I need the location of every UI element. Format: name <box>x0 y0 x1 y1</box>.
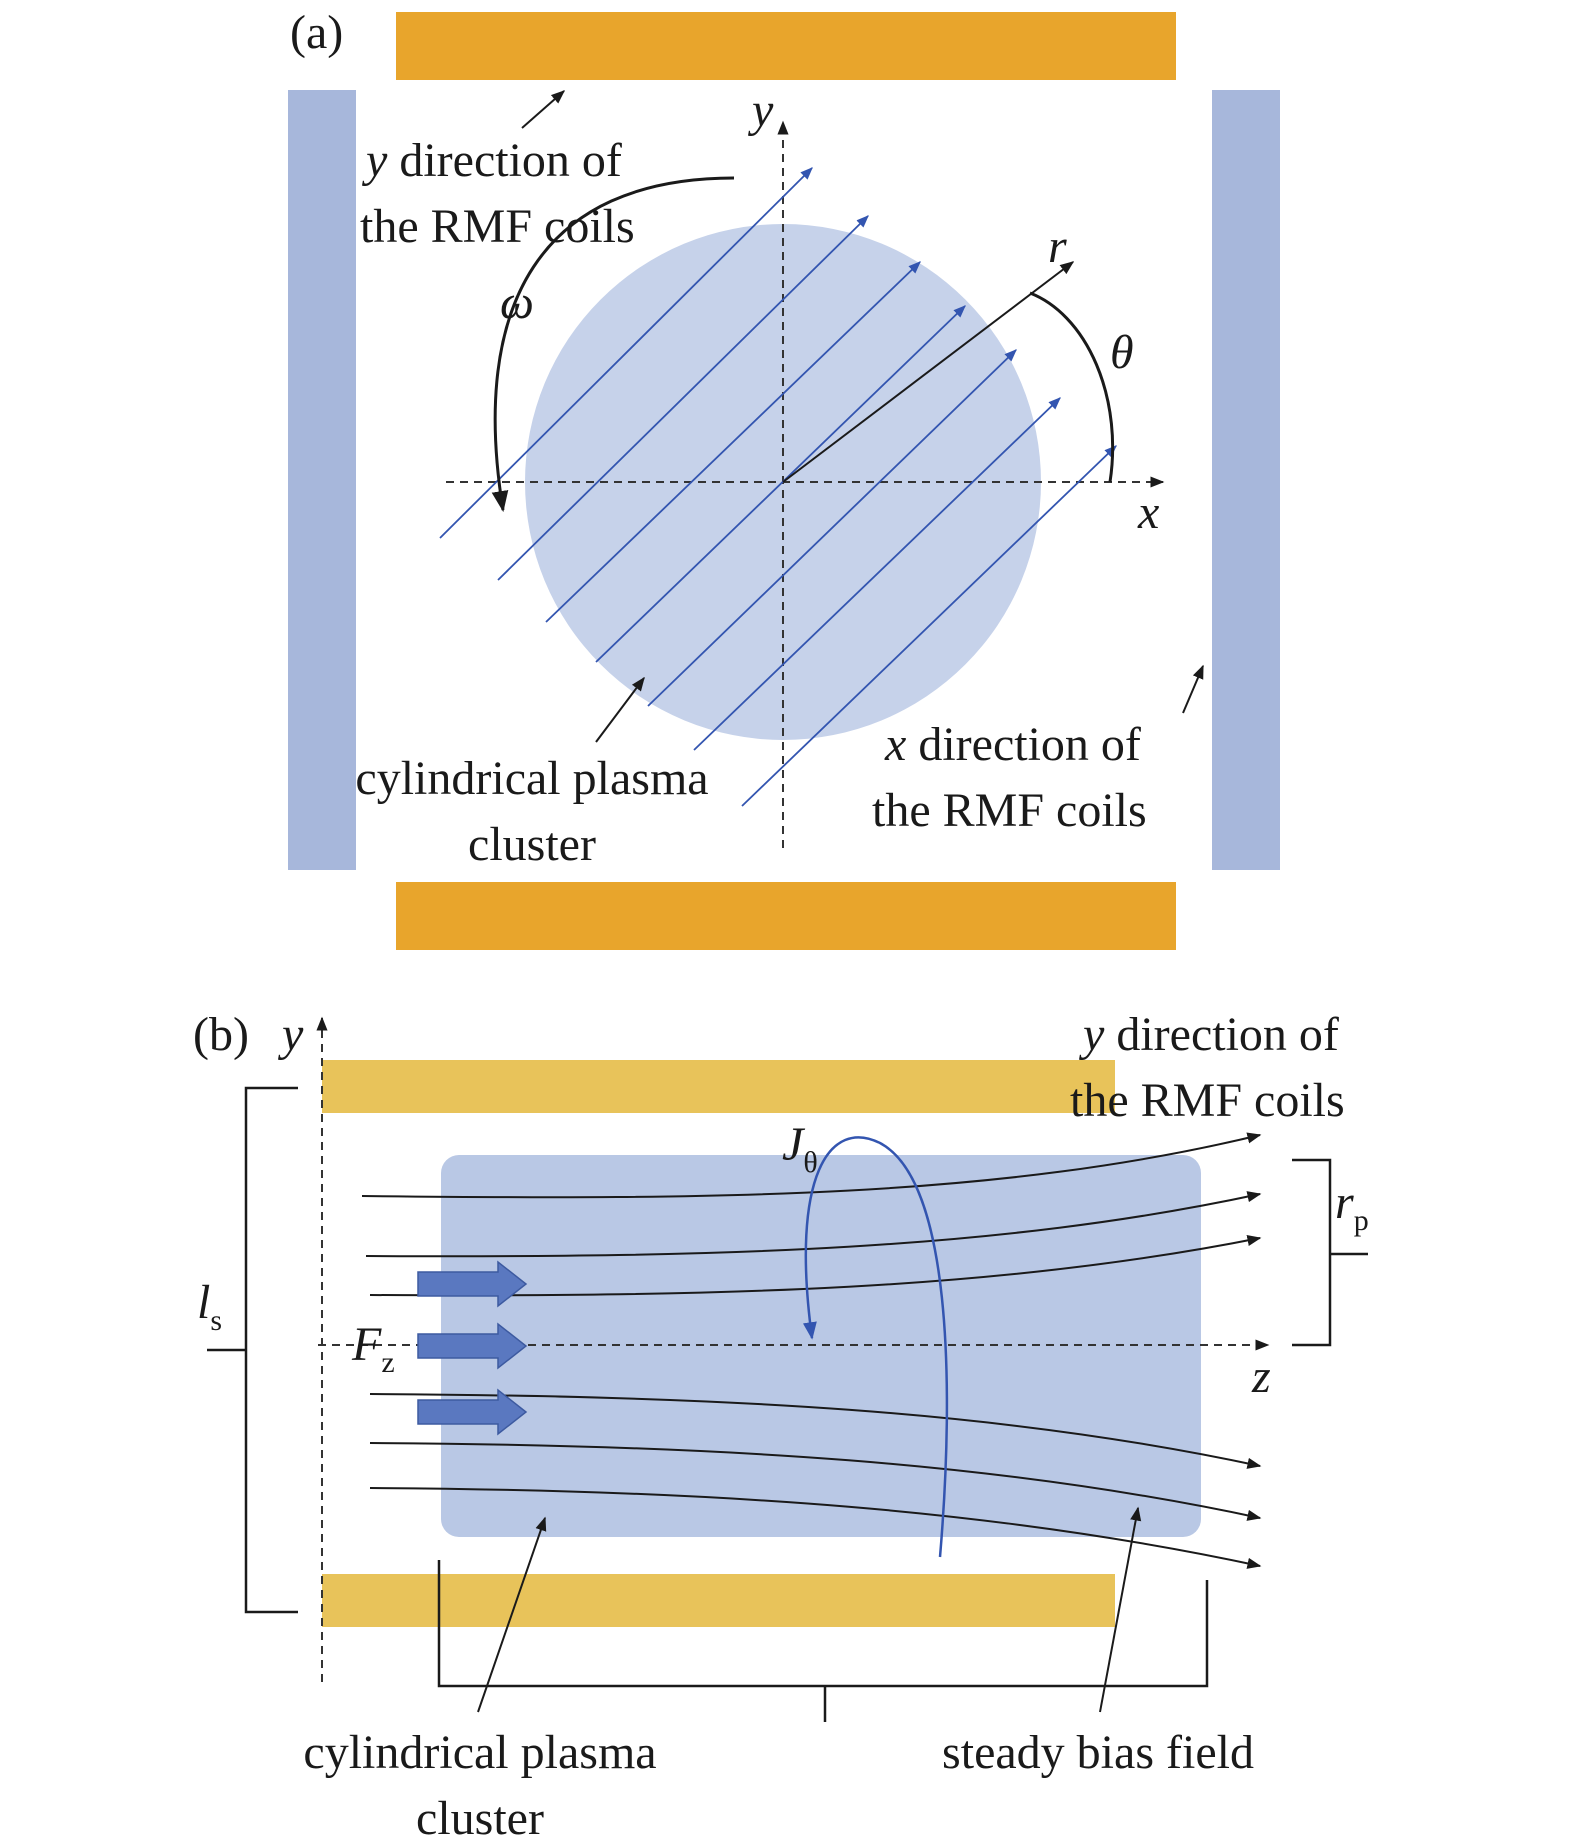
rmf-field-line-4 <box>595 305 966 663</box>
bottom-coil-b <box>322 1574 1115 1627</box>
y-axis-label-b: y <box>277 1008 304 1061</box>
ls-bracket <box>207 1086 298 1614</box>
top-coil-b <box>322 1060 1115 1113</box>
bias-field-lines <box>361 1132 1262 1569</box>
rmf-field-lines <box>439 167 1117 807</box>
bias-field-line-4 <box>369 1393 1262 1469</box>
rmf-field-line-1 <box>439 167 813 539</box>
y-coils-label-a: y direction of <box>361 134 622 187</box>
y-coil-pointer-a <box>521 90 566 129</box>
plasma-label-a-line2: cluster <box>468 818 596 871</box>
panel-a: (a) y x r θ ω y direction of the RMF coi… <box>288 6 1280 950</box>
theta-arc <box>1029 291 1115 483</box>
force-arrow-3 <box>417 1388 528 1436</box>
y-coils-label-a-line2: the RMF coils <box>360 200 635 253</box>
bias-field-line-5 <box>369 1442 1262 1521</box>
bottom-coil-a <box>396 882 1176 950</box>
bias-field-line-3 <box>369 1234 1262 1297</box>
x-axis-label-a: x <box>1137 486 1159 539</box>
plasma-label-b-line2: cluster <box>416 1792 544 1843</box>
rp-bracket <box>1292 1158 1368 1347</box>
x-coils-label-a-line2: the RMF coils <box>872 784 1147 837</box>
panel-b-tag: (b) <box>193 1008 249 1061</box>
r-label-a: r <box>1048 220 1067 273</box>
top-coil-a <box>396 12 1176 80</box>
plasma-pointer-b <box>477 1516 547 1713</box>
rmf-field-line-3 <box>545 261 921 623</box>
omega-arc <box>491 176 735 513</box>
bias-field-line-1 <box>361 1132 1262 1199</box>
j-theta-label: Jθ <box>782 1118 818 1179</box>
y-coils-label-b-line2: the RMF coils <box>1070 1074 1345 1127</box>
omega-label: ω <box>500 276 534 329</box>
radius-vector <box>782 261 1075 483</box>
rmf-field-line-2 <box>497 215 869 581</box>
ls-label: ls <box>197 1276 222 1337</box>
force-arrow-2 <box>417 1322 528 1370</box>
bias-field-line-6 <box>369 1487 1262 1569</box>
x-coils-label-a: x direction of <box>884 718 1141 771</box>
bias-field-line-2 <box>365 1191 1262 1258</box>
rmf-field-line-7 <box>741 445 1117 807</box>
theta-label: θ <box>1110 326 1134 379</box>
bias-field-label: steady bias field <box>942 1726 1254 1779</box>
rmf-field-line-6 <box>693 397 1061 751</box>
left-coil-a <box>288 90 356 870</box>
rp-label: rp <box>1335 1176 1369 1237</box>
plasma-label-b: cylindrical plasma <box>303 1726 656 1779</box>
plasma-pointer-a <box>595 676 645 743</box>
x-coil-pointer-a <box>1182 664 1204 714</box>
plasma-label-a: cylindrical plasma <box>355 752 708 805</box>
right-coil-a <box>1212 90 1280 870</box>
force-arrows <box>417 1260 528 1436</box>
panel-a-tag: (a) <box>290 6 343 59</box>
y-axis-label-a: y <box>747 84 774 137</box>
j-theta-loop <box>802 1136 949 1558</box>
fz-label: Fz <box>351 1318 395 1379</box>
bottom-bracket <box>437 1560 1209 1722</box>
rmf-field-line-5 <box>647 349 1017 707</box>
z-axis-label-b: z <box>1251 1350 1271 1403</box>
y-coils-label-b: y direction of <box>1078 1008 1339 1061</box>
bias-pointer-b <box>1099 1506 1142 1713</box>
force-arrow-1 <box>417 1260 528 1308</box>
plasma-column <box>441 1155 1201 1537</box>
panel-b: (b) y z Jθ Fz ls rp y direction of <box>193 1008 1369 1843</box>
